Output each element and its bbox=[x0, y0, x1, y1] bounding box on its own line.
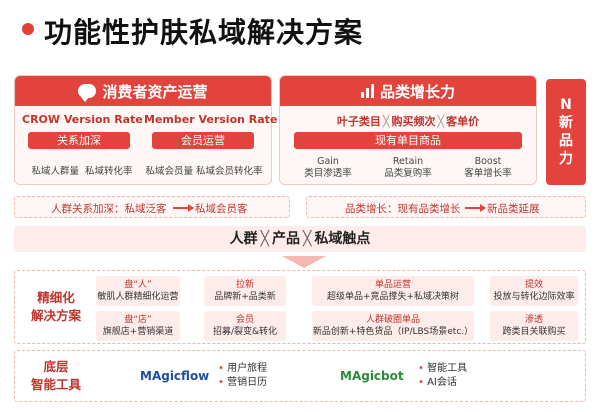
category-growth-title: 品类增长力 bbox=[379, 82, 455, 101]
title-bullet bbox=[22, 23, 34, 35]
relation-arrow-end: 私域会员客 bbox=[195, 203, 248, 215]
solution-cell-penetration: 渗透跨类目关联购买 bbox=[490, 311, 578, 341]
page-title: 功能性护肤私域解决方案 bbox=[44, 16, 364, 49]
solution-cell-single-product: 单品运营超级单品+竞品撑失+私域决策树 bbox=[312, 276, 474, 306]
fine-solution-section bbox=[14, 270, 586, 344]
solution-cell-people: 盘“人”敏肌人群精细化运营 bbox=[96, 276, 180, 306]
magicbot-features: • 智能工具 • AI会话 bbox=[418, 363, 468, 388]
category-growth-panel: 品类增长力 bbox=[279, 75, 537, 185]
member-ops-box: 会员运营 bbox=[152, 132, 254, 149]
consumer-asset-panel: 消费者资产运营 bbox=[14, 75, 272, 185]
consumer-asset-title: 消费者资产运营 bbox=[102, 82, 208, 101]
chat-bubble-icon bbox=[78, 84, 97, 102]
category-arrow-row: 品类增长：现有品类增长 新品类延展 bbox=[306, 196, 586, 218]
member-heading: Member Version Rate bbox=[144, 113, 278, 126]
new-product-power-box: N 新 品 力 bbox=[546, 79, 586, 185]
category-growth-header: 品类增长力 bbox=[280, 76, 536, 106]
crow-heading: CROW Version Rate bbox=[22, 113, 143, 126]
solution-cell-efficiency: 提效投放与转化边际效率 bbox=[490, 276, 578, 306]
magicflow-features: • 用户旅程 • 营销日历 bbox=[218, 363, 268, 388]
down-arrow-triangle bbox=[282, 256, 326, 268]
fine-solution-label: 精细化解决方案 bbox=[30, 290, 81, 323]
smart-tools-section bbox=[14, 350, 586, 402]
solution-cell-breakout: 人群破圈单品新品创新+特色货品（IP/LBS场景etc.） bbox=[312, 311, 474, 341]
category-arrow-start: 品类增长：现有品类增长 bbox=[345, 203, 461, 215]
member-item: 私域会员量 私域会员转化率 bbox=[145, 166, 263, 177]
current-products-box: 现有单目商品 bbox=[294, 132, 522, 149]
bar-chart-icon bbox=[360, 84, 374, 98]
crow-item: 私域人群量 私域转化率 bbox=[31, 166, 133, 177]
people-product-touchpoint-row: 人群╳产品╳私域触点 bbox=[14, 226, 586, 252]
solution-cell-member: 会员招募/裂变&转化 bbox=[204, 311, 286, 341]
relation-arrow-row: 人群关系加深：私域泛客 私域会员客 bbox=[14, 196, 290, 218]
relation-deepen-box: 关系加深 bbox=[28, 132, 130, 149]
smart-tools-label: 底层智能工具 bbox=[30, 359, 81, 392]
category-factors: 叶子类目╳购买频次╳客单价 bbox=[336, 115, 480, 128]
magicflow-logo: MAgicflow bbox=[140, 369, 210, 383]
relation-arrow bbox=[173, 204, 194, 211]
magicbot-logo: MAgicbot bbox=[340, 369, 404, 383]
solution-cell-store: 盘“店”旗舰店+营销渠道 bbox=[96, 311, 180, 341]
category-arrow bbox=[465, 204, 486, 211]
category-arrow-end: 新品类延展 bbox=[487, 203, 540, 215]
solution-cell-acquire: 拉新品牌新+品类新 bbox=[204, 276, 286, 306]
relation-arrow-start: 人群关系加深：私域泛客 bbox=[51, 203, 167, 215]
consumer-asset-header: 消费者资产运营 bbox=[15, 76, 271, 106]
